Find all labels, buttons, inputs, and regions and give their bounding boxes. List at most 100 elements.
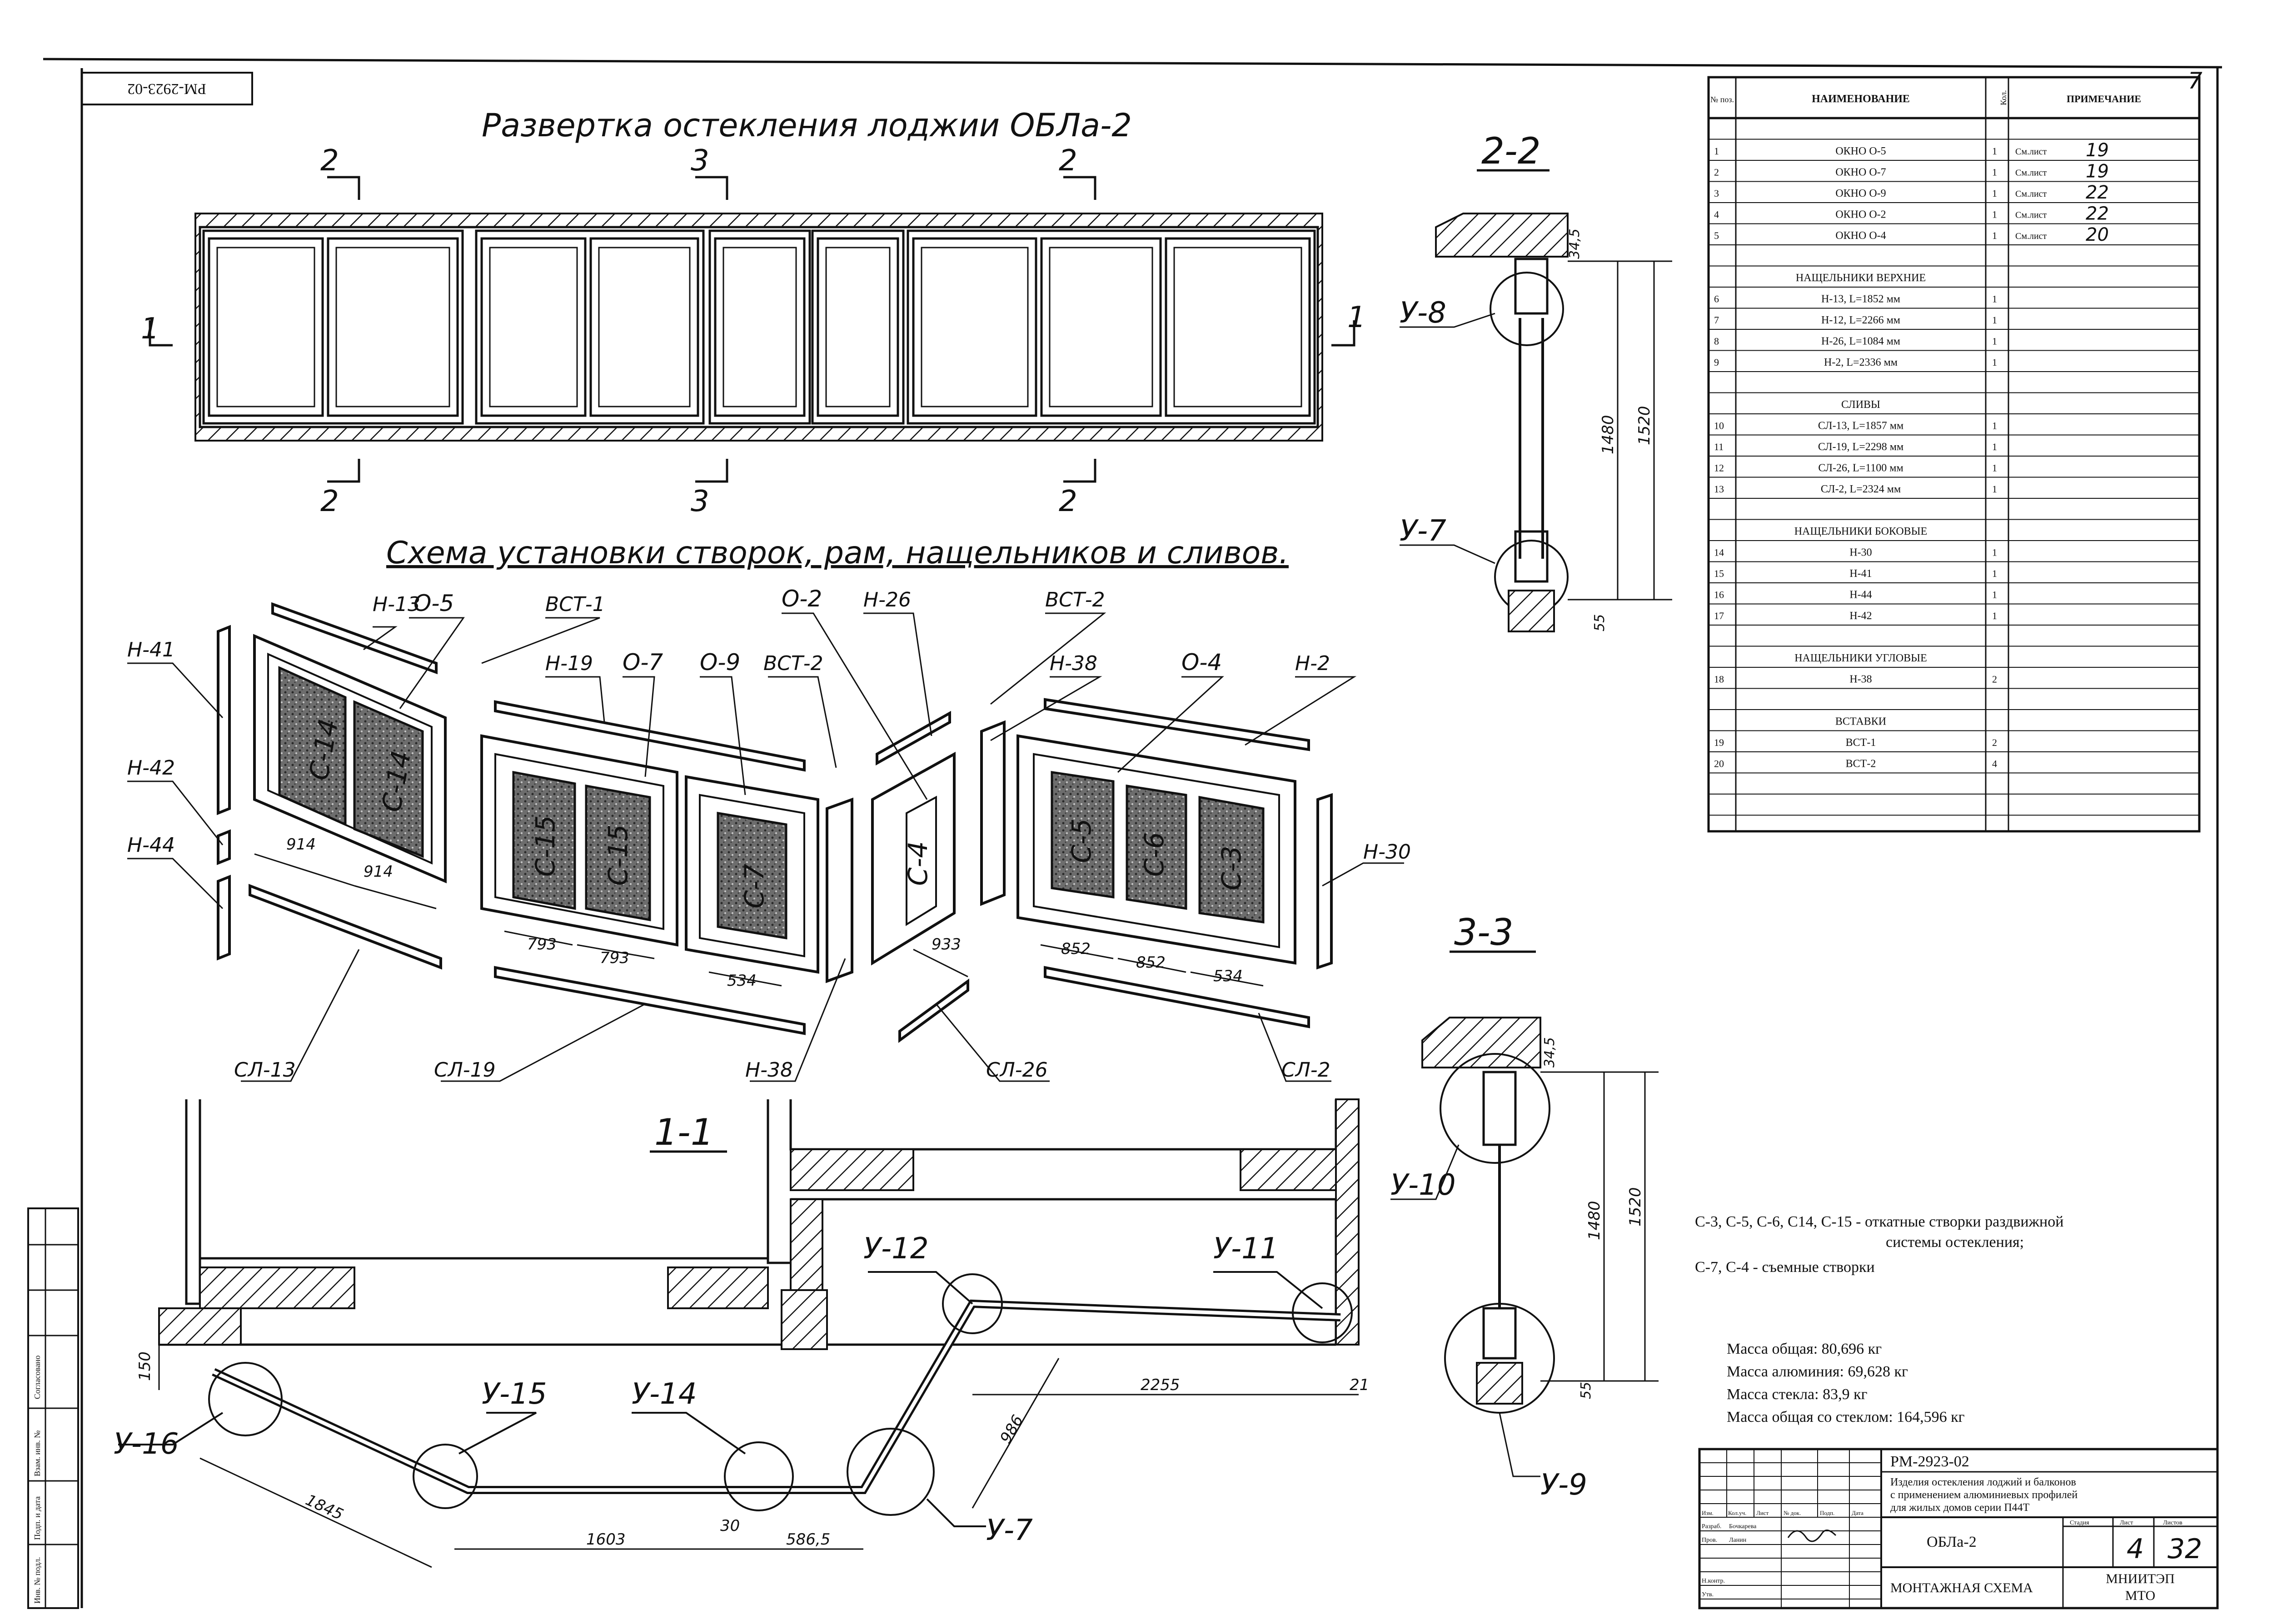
sash-label-c5: С-5: [1066, 819, 1097, 863]
node-u15: У-15: [482, 1377, 547, 1411]
installation-scheme: 914 914 793 793 534 933 852 852 534 С-14…: [127, 586, 1411, 1082]
spec-head-name: НАИМЕНОВАНИЕ: [1812, 93, 1910, 105]
stamp-code: РМ-2923-02: [1890, 1453, 1969, 1470]
cut-mark-top-3: 2: [1059, 144, 1077, 178]
title-scheme: Схема установки створок, рам, нащельнико…: [386, 535, 1289, 571]
label-n44: Н-44: [127, 834, 175, 857]
cut-mark-right: 1: [1347, 301, 1366, 334]
dim-1520-s33: 1520: [1626, 1187, 1644, 1227]
doc-code-rotated: РМ-2923-02: [127, 80, 206, 97]
spec-cell-name: Н-41: [1849, 568, 1872, 580]
spec-cell-note: См.лист: [2015, 147, 2047, 157]
stamp-desc-3: для жилых домов серии П44Т: [1890, 1502, 2030, 1514]
dim-1520-s22: 1520: [1635, 406, 1654, 445]
spec-cell-sheet-ref: 22: [2086, 182, 2109, 203]
spec-cell-name: ОКНО О-7: [1835, 167, 1886, 179]
spec-cell-pos: 14: [1714, 547, 1724, 558]
note-line-2: С-7, С-4 - съемные створки: [1695, 1259, 1875, 1276]
mass-aluminium: Масса алюминия: 69,628 кг: [1727, 1363, 1908, 1380]
label-sl19: СЛ-19: [434, 1058, 496, 1082]
dim-1480-s22: 1480: [1599, 415, 1617, 454]
label-o9: О-9: [700, 649, 740, 675]
strip-inv-no: Инв. № подл.: [33, 1557, 42, 1604]
dim-793-b: 793: [600, 949, 629, 967]
dim-986: 986: [996, 1412, 1027, 1446]
stamp-sheets-head: Листов: [2163, 1520, 2182, 1526]
sash-label-c4: С-4: [902, 841, 933, 886]
stamp-sheet-head: Лист: [2120, 1520, 2133, 1526]
cut-mark-bottom-1: 2: [320, 485, 339, 518]
spec-cell-name: Н-44: [1849, 589, 1872, 601]
label-n30: Н-30: [1363, 840, 1411, 864]
spec-cell-qty: 1: [1992, 167, 1997, 178]
title-block: Изм. Кол.уч. Лист № док. Подп. Дата Разр…: [1698, 1448, 2219, 1609]
spec-cell-name: Н-2, L=2336 мм: [1824, 357, 1898, 368]
mass-total: Масса общая: 80,696 кг: [1727, 1341, 1882, 1357]
sash-label-c15-b: С-15: [603, 824, 633, 886]
spec-cell-note: См.лист: [2015, 210, 2047, 220]
stamp-org-1: МНИИТЭП: [2106, 1571, 2174, 1586]
spec-cell-qty: 1: [1992, 462, 1997, 474]
spec-cell-pos: 4: [1714, 209, 1719, 220]
spec-cell-qty: 2: [1992, 737, 1997, 748]
label-o2: О-2: [782, 586, 822, 612]
spec-cell-name: Н-38: [1849, 674, 1872, 685]
spec-cell-sheet-ref: 22: [2086, 204, 2109, 224]
spec-cell-name: ОКНО О-4: [1835, 230, 1886, 242]
spec-cell-pos: 12: [1714, 462, 1724, 474]
section-3-3: 3-3 У-10 У-9 34,5 1480 1520 55: [1390, 911, 1659, 1502]
stamp-sheets-total: 32: [2167, 1533, 2202, 1565]
mass-glass: Масса стекла: 83,9 кг: [1727, 1386, 1868, 1403]
spec-cell-sheet-ref: 19: [2086, 140, 2109, 161]
spec-cell-pos: 15: [1714, 568, 1724, 579]
spec-cell-name: ВСТАВКИ: [1835, 716, 1886, 728]
doc-code-box: [81, 72, 253, 105]
dim-30: 30: [720, 1517, 740, 1535]
stamp-role-norm: Н.контр.: [1702, 1578, 1725, 1584]
stamp-name-check: Ланин: [1729, 1537, 1747, 1544]
spec-cell-qty: 1: [1992, 145, 1997, 157]
stamp-org-2: МТО: [2125, 1588, 2155, 1603]
spec-cell-name: НАЩЕЛЬНИКИ ВЕРХНИЕ: [1796, 272, 1926, 284]
node-u12: У-12: [863, 1232, 929, 1266]
dim-914-b: 914: [364, 863, 393, 881]
node-u10: У-10: [1390, 1168, 1456, 1202]
dim-933: 933: [932, 935, 961, 954]
spec-cell-name: НАЩЕЛЬНИКИ БОКОВЫЕ: [1794, 526, 1928, 537]
note-line-1b: системы остекления;: [1886, 1234, 2024, 1251]
spec-cell-qty: 1: [1992, 568, 1997, 579]
spec-cell-pos: 1: [1714, 145, 1719, 157]
stamp-object: ОБЛа-2: [1927, 1534, 1977, 1550]
spec-cell-qty: 1: [1992, 610, 1997, 621]
notes-block: С-3, С-5, С-6, С14, С-15 - откатные ство…: [1695, 1213, 2063, 1425]
label-n41: Н-41: [127, 638, 175, 661]
title-elevation: Развертка остекления лоджии ОБЛа-2: [482, 107, 1132, 144]
label-vst2-a: ВСТ-2: [763, 652, 823, 675]
spec-cell-pos: 6: [1714, 293, 1719, 305]
label-sl13: СЛ-13: [234, 1058, 296, 1082]
label-o7: О-7: [623, 649, 663, 675]
cut-mark-bottom-2: 3: [691, 485, 709, 518]
dim-2255: 2255: [1141, 1376, 1180, 1394]
stamp-name-dev: Бочкарева: [1729, 1523, 1757, 1530]
spec-cell-qty: 1: [1992, 188, 1997, 199]
spec-cell-name: СЛ-13, L=1857 мм: [1818, 420, 1903, 432]
dim-586-5: 586,5: [786, 1530, 830, 1549]
note-line-1: С-3, С-5, С-6, С14, С-15 - откатные ство…: [1695, 1213, 2063, 1230]
label-sl2: СЛ-2: [1281, 1058, 1330, 1082]
spec-cell-qty: 1: [1992, 357, 1997, 368]
stamp-sheet-title: МОНТАЖНАЯ СХЕМА: [1890, 1580, 2033, 1595]
cut-mark-left: 1: [141, 312, 159, 346]
label-n2: Н-2: [1295, 652, 1330, 675]
spec-cell-pos: 9: [1714, 357, 1719, 368]
dim-1603: 1603: [586, 1530, 626, 1549]
sash-label-c6: С-6: [1139, 832, 1170, 877]
spec-cell-qty: 1: [1992, 314, 1997, 326]
spec-cell-name: Н-26, L=1084 мм: [1821, 336, 1900, 348]
stamp-col-list: Лист: [1756, 1510, 1769, 1516]
spec-cell-name: Н-13, L=1852 мм: [1821, 293, 1900, 305]
spec-cell-pos: 8: [1714, 336, 1719, 347]
label-o5: О-5: [414, 590, 454, 616]
